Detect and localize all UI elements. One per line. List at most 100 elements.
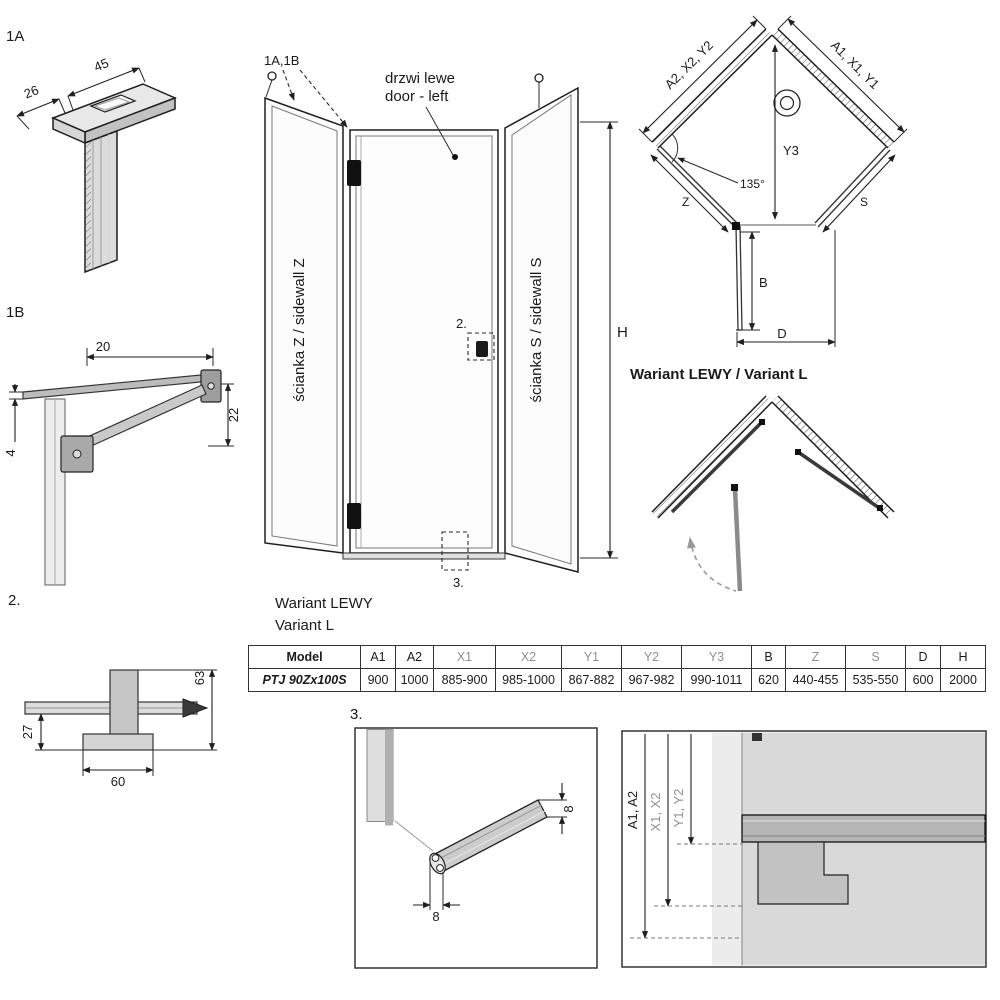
dim-45: 45 bbox=[92, 55, 111, 74]
profile-cap-notch bbox=[89, 94, 137, 113]
glass-dark-edge bbox=[385, 729, 393, 826]
col-y1: Y1 bbox=[561, 645, 622, 669]
panel-adjustment-drawing: A1, A2 X1, X2 Y1, Y2 bbox=[621, 730, 987, 968]
cell-x1: 885-900 bbox=[433, 668, 496, 692]
col-x1: X1 bbox=[433, 645, 496, 669]
sidewall-s-text: ścianka S / sidewall S bbox=[528, 257, 545, 402]
cell-x2: 985-1000 bbox=[495, 668, 562, 692]
sidewall-z-text: ścianka Z / sidewall Z bbox=[291, 258, 308, 401]
cell-z: 440-455 bbox=[785, 668, 846, 692]
detail-1b-label: 1B bbox=[6, 304, 25, 321]
table-header-row: Model A1 A2 X1 X2 Y1 Y2 Y3 B Z S D H bbox=[248, 645, 986, 669]
rod-tip bbox=[182, 698, 209, 718]
col-s: S bbox=[845, 645, 906, 669]
detail-2-drawing: 63 27 60 bbox=[20, 669, 217, 789]
dim-a1a2: A1, A2 bbox=[625, 791, 640, 829]
detail-1b-drawing: 20 4 22 bbox=[3, 339, 241, 586]
dim-left-wall: A2, X2, Y2 bbox=[662, 38, 716, 92]
dim-63: 63 bbox=[192, 671, 207, 685]
plan-sidewall-z bbox=[659, 145, 738, 224]
dim-x1x2: X1, X2 bbox=[648, 792, 663, 831]
door-handle bbox=[476, 341, 488, 357]
variant-swing-drawing bbox=[651, 395, 895, 592]
mount-base bbox=[82, 733, 154, 751]
col-d: D bbox=[905, 645, 941, 669]
mount-knob-right bbox=[534, 73, 544, 83]
variant-wall-right bbox=[772, 396, 894, 518]
dim-4: 4 bbox=[3, 449, 18, 456]
dim-22: 22 bbox=[226, 408, 241, 422]
dim-d: D bbox=[777, 326, 786, 341]
detail-3-drawing: 8 8 bbox=[354, 727, 598, 969]
detail-3-label: 3. bbox=[350, 706, 363, 723]
col-a1: A1 bbox=[360, 645, 396, 669]
col-x2: X2 bbox=[495, 645, 562, 669]
hinge-top bbox=[347, 160, 361, 186]
elevation-drawing: ścianka Z / sidewall Z ścianka S / sidew… bbox=[264, 53, 628, 590]
sidewall-s-panel bbox=[504, 86, 579, 573]
col-y2: Y2 bbox=[621, 645, 682, 669]
detail-1a-drawing: 26 45 bbox=[16, 55, 177, 274]
callout-box-3 bbox=[441, 531, 469, 571]
dim-b: B bbox=[759, 275, 768, 290]
col-z: Z bbox=[785, 645, 846, 669]
cell-b: 620 bbox=[751, 668, 786, 692]
dim-h: H bbox=[617, 324, 628, 341]
detail-1a-label: 1A bbox=[6, 28, 25, 45]
cell-a1: 900 bbox=[360, 668, 396, 692]
variant-note-line2: Variant L bbox=[275, 617, 334, 634]
variant-wall-left bbox=[652, 396, 772, 518]
dim-8-height: 8 bbox=[561, 805, 576, 812]
variant-glass-right bbox=[797, 450, 883, 512]
dim-26: 26 bbox=[22, 82, 41, 101]
dim-z: Z bbox=[682, 195, 689, 209]
dim-y1y2: Y1, Y2 bbox=[671, 789, 686, 828]
door-panel bbox=[349, 129, 499, 554]
plan-door-open bbox=[735, 225, 739, 331]
table-data-row: PTJ 90Zx100S 900 1000 885-900 985-1000 8… bbox=[248, 668, 986, 692]
screw-channel-2 bbox=[436, 864, 444, 872]
cell-y1: 867-882 bbox=[561, 668, 622, 692]
adjustment-bracket bbox=[757, 841, 849, 905]
ref-2: 2. bbox=[456, 316, 467, 331]
cell-a2: 1000 bbox=[395, 668, 434, 692]
cell-y2: 967-982 bbox=[621, 668, 682, 692]
col-y3: Y3 bbox=[681, 645, 752, 669]
col-b: B bbox=[751, 645, 786, 669]
ref-1a1b: 1A,1B bbox=[264, 53, 299, 68]
wall-profile-bar bbox=[741, 814, 986, 843]
mount-block bbox=[109, 669, 139, 741]
cell-h: 2000 bbox=[940, 668, 986, 692]
drain-symbol bbox=[773, 89, 801, 117]
spec-table-wrap: Model A1 A2 X1 X2 Y1 Y2 Y3 B Z S D H PTJ… bbox=[248, 645, 986, 692]
plan-sidewall-s bbox=[814, 145, 888, 224]
hinge-bottom bbox=[347, 503, 361, 529]
col-model: Model bbox=[248, 645, 361, 669]
cell-model: PTJ 90Zx100S bbox=[248, 668, 361, 692]
col-h: H bbox=[940, 645, 986, 669]
cell-s: 535-550 bbox=[845, 668, 906, 692]
door-swing-arc bbox=[687, 536, 737, 592]
spec-table: Model A1 A2 X1 X2 Y1 Y2 Y3 B Z S D H PTJ… bbox=[248, 645, 986, 692]
cell-y3: 990-1011 bbox=[681, 668, 752, 692]
door-label-en: door - left bbox=[385, 88, 449, 105]
dim-s: S bbox=[860, 195, 868, 209]
cell-d: 600 bbox=[905, 668, 941, 692]
col-a2: A2 bbox=[395, 645, 434, 669]
plan-hinge bbox=[732, 222, 740, 230]
mount-knob-left bbox=[267, 71, 277, 81]
variant-note-line1: Wariant LEWY bbox=[275, 595, 373, 612]
angle-135: 135° bbox=[740, 177, 765, 191]
variant-glass-left bbox=[670, 420, 764, 514]
plan-caption: Wariant LEWY / Variant L bbox=[630, 366, 808, 383]
screw-channel-1 bbox=[431, 854, 440, 862]
plan-view-drawing: Y3 A2, X2, Y2 A1, X1, Y1 135° Z S B D bbox=[638, 15, 908, 347]
fixing-screw bbox=[752, 733, 762, 741]
detail-2-label: 2. bbox=[8, 592, 21, 609]
threshold bbox=[342, 552, 506, 560]
variant-door-hinge bbox=[731, 484, 738, 491]
door-leader-dot bbox=[452, 154, 458, 160]
dim-8-width: 8 bbox=[432, 909, 439, 924]
door-label-pl: drzwi lewe bbox=[385, 70, 455, 87]
